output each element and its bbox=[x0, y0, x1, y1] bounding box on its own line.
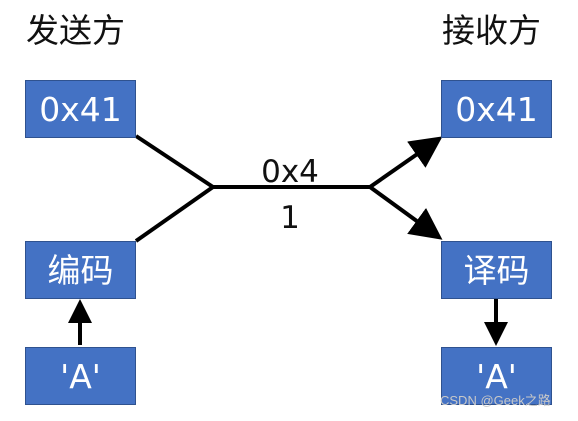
receiver-decode-arrow bbox=[368, 185, 443, 240]
receiver-heading: 接收方 bbox=[442, 11, 541, 50]
sender-heading: 发送方 bbox=[26, 11, 125, 50]
receiver-value-box: 0x41 bbox=[441, 80, 552, 138]
channel-label-line1: 0x4 bbox=[261, 154, 319, 190]
sender-encode-line bbox=[134, 185, 215, 243]
channel-label-line2: 1 bbox=[280, 200, 300, 236]
receiver-top-arrow bbox=[368, 136, 443, 189]
sender-value-box: 0x41 bbox=[25, 80, 136, 138]
watermark: CSDN @Geek之路 bbox=[440, 393, 551, 408]
decode-box: 译码 bbox=[441, 241, 552, 299]
source-char-box: 'A' bbox=[25, 347, 136, 405]
encode-box: 编码 bbox=[25, 241, 136, 299]
sender-top-line bbox=[134, 134, 215, 189]
result-char-box: 'A' bbox=[441, 347, 552, 405]
